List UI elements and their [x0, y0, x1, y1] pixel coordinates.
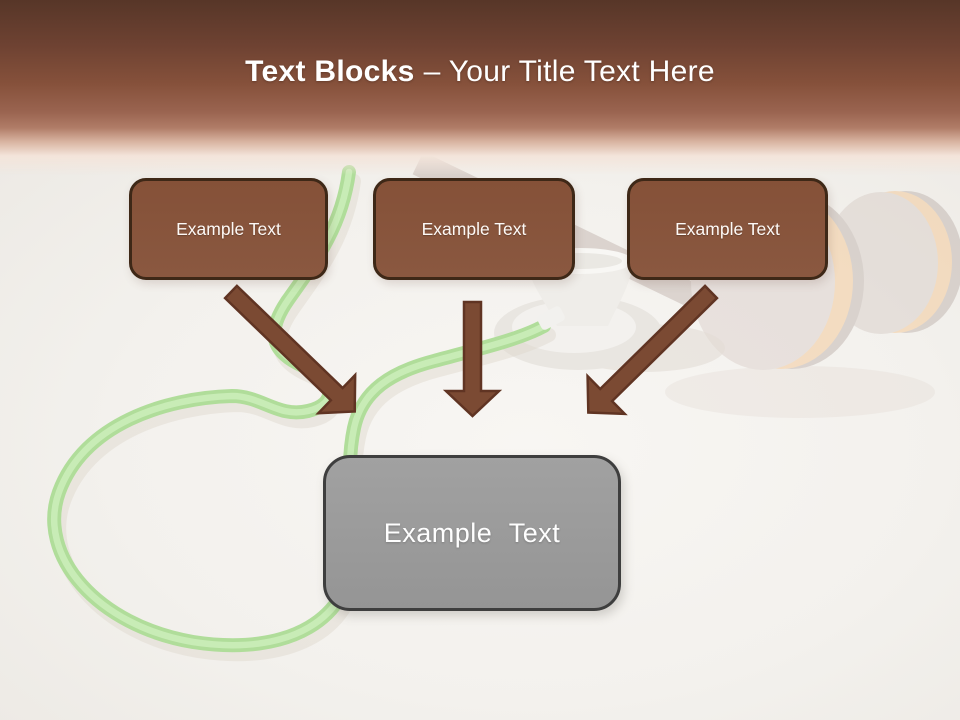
text-block-1-label: Example Text — [176, 218, 281, 239]
slide-title[interactable]: Text Blocks– Your Title Text Here — [0, 55, 960, 89]
text-block-2-label: Example Text — [421, 218, 527, 239]
text-block-2[interactable]: Example Text — [373, 178, 575, 280]
summary-block[interactable]: Example Text — [323, 455, 621, 611]
slide-title-rest: – Your Title Text Here — [423, 55, 715, 88]
text-block-1[interactable]: Example Text — [129, 178, 328, 280]
text-block-3[interactable]: Example Text — [627, 178, 828, 280]
slide-title-bold: Text Blocks — [245, 55, 415, 88]
gavel-shadow — [665, 366, 935, 418]
summary-block-label: Example Text — [383, 517, 561, 548]
tube-connector — [537, 306, 565, 330]
text-block-3-label: Example Text — [675, 218, 780, 239]
